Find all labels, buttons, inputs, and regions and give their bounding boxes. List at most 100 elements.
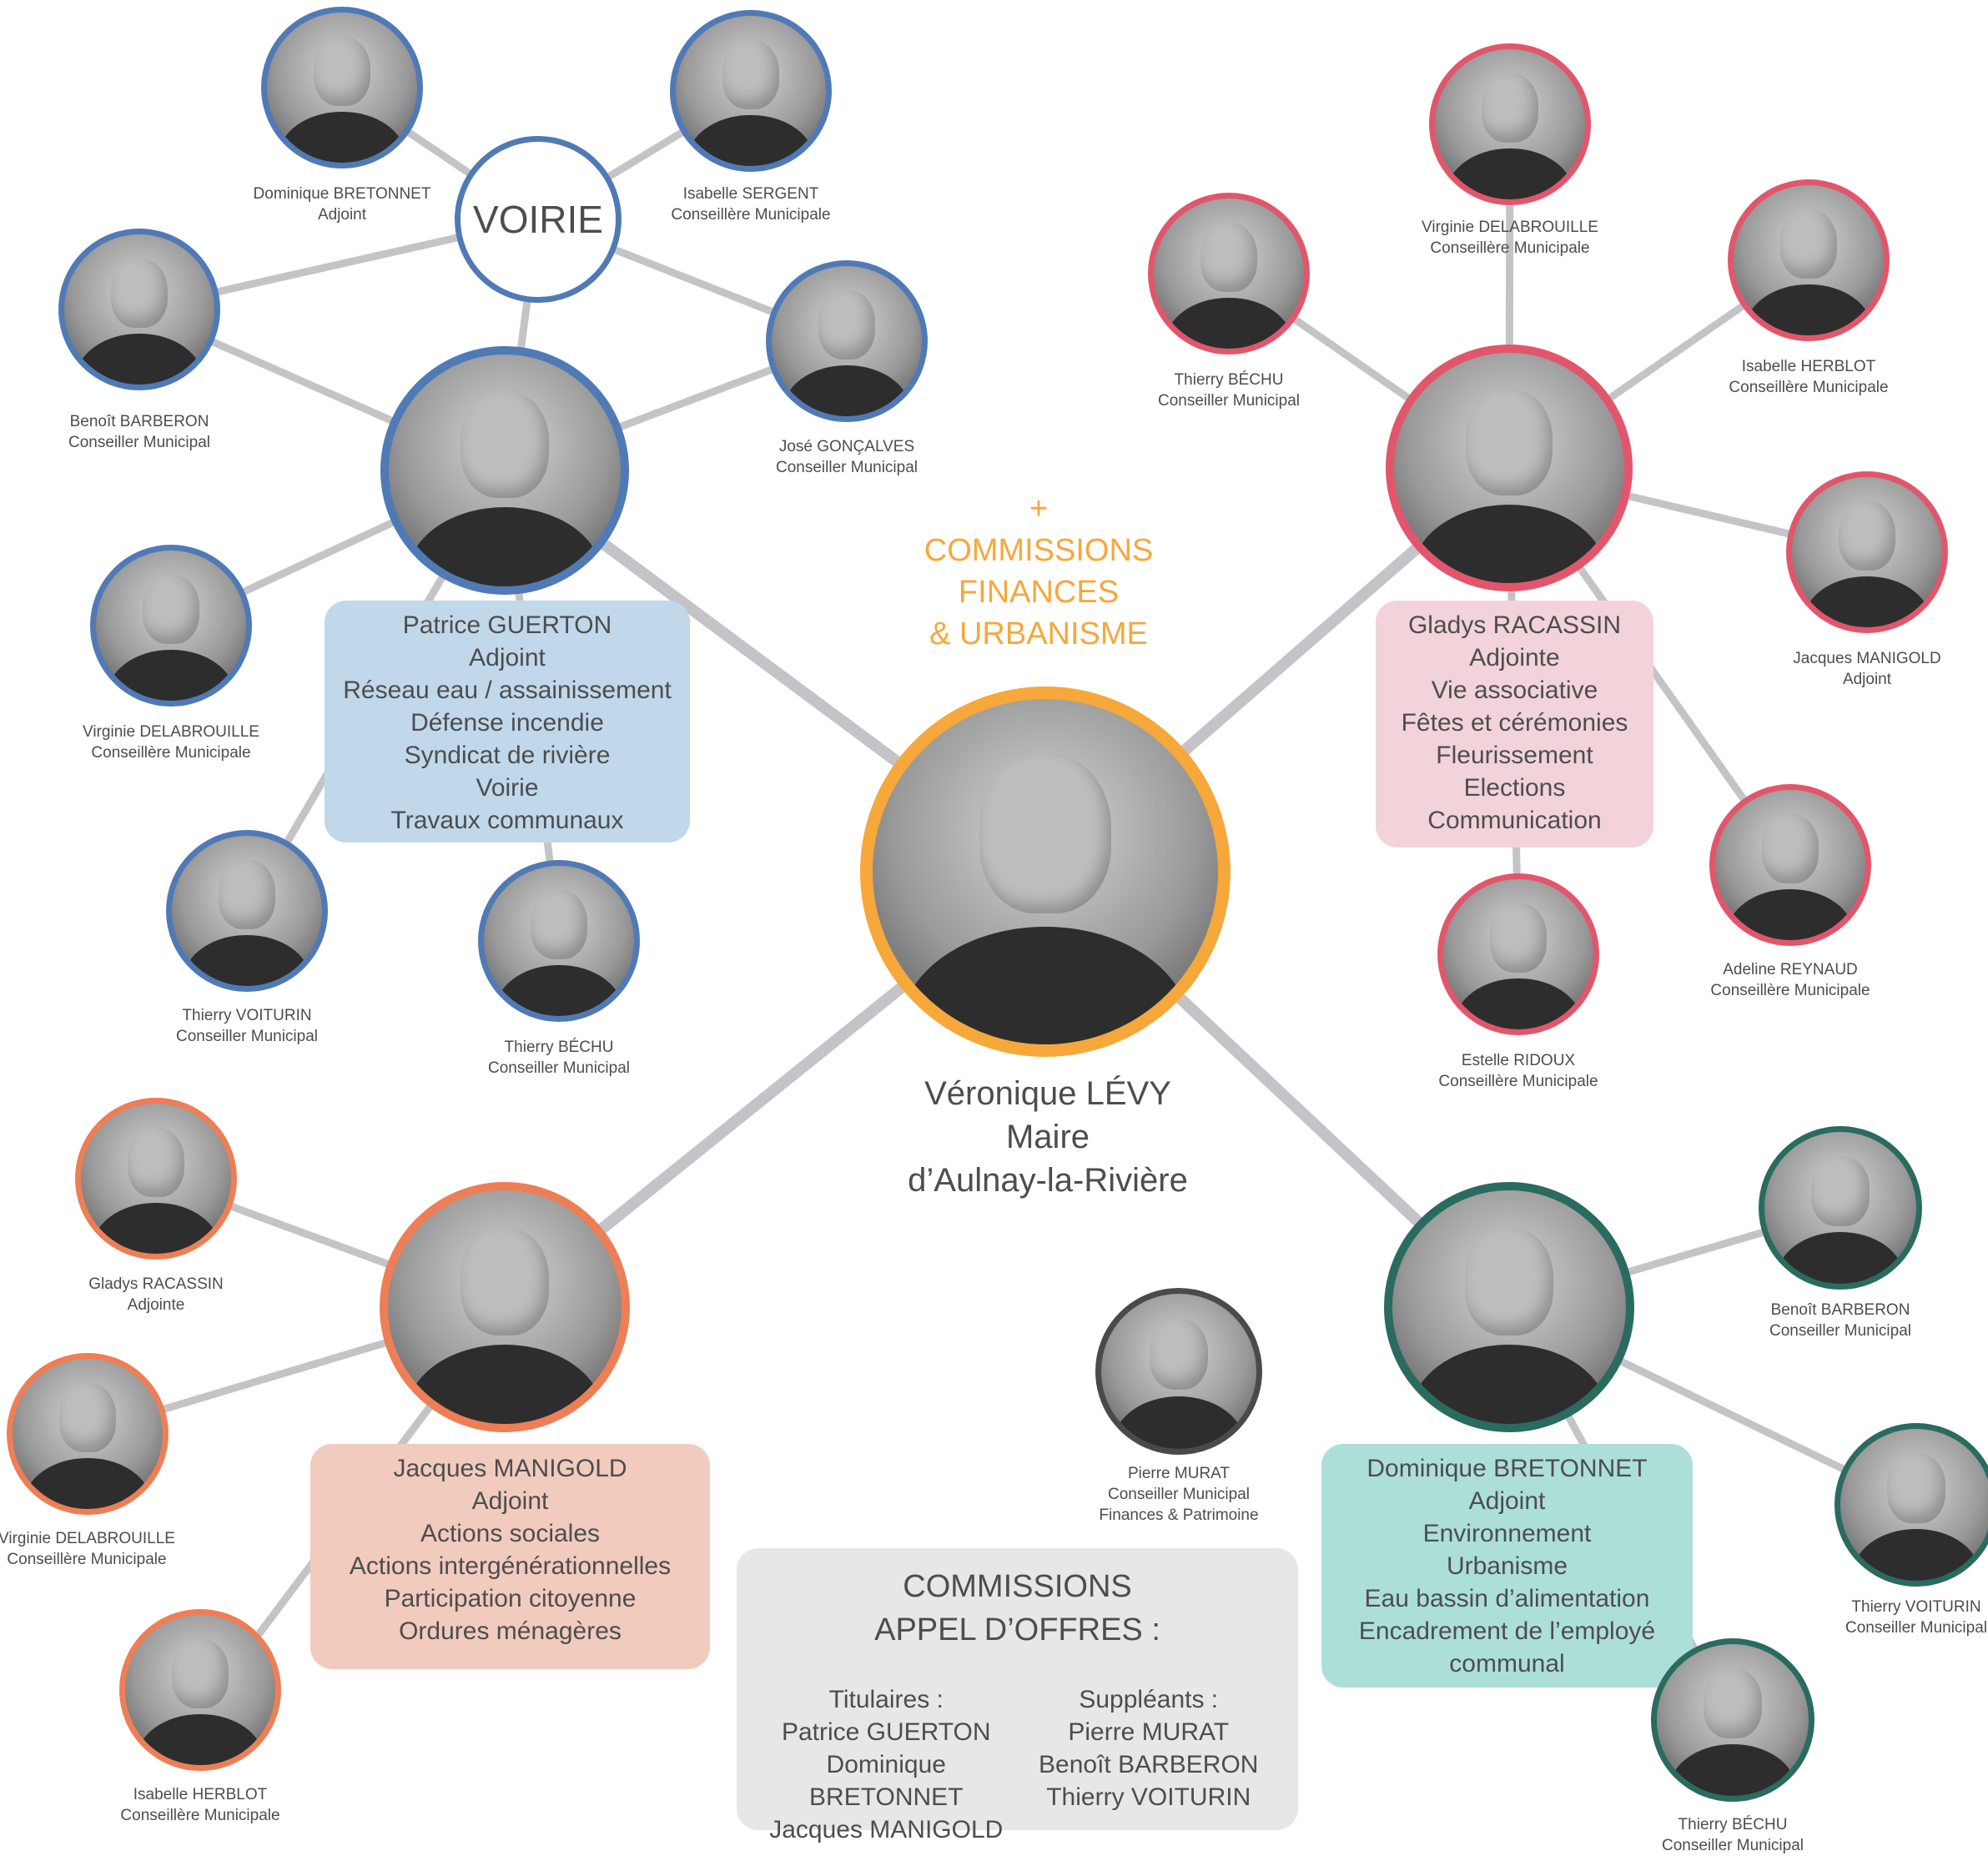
voirie-hub: VOIRIE <box>455 136 622 303</box>
mayor-place: d’Aulnay-la-Rivière <box>908 1162 1188 1199</box>
member-caption: Dominique BRETONNET Adjoint <box>225 184 459 225</box>
orange-adjoint-name: Jacques MANIGOLD <box>393 1455 627 1482</box>
member-role: Conseillère Municipale <box>91 744 251 762</box>
member-name: Thierry BÉCHU <box>1174 371 1284 389</box>
teal-task: communal <box>1449 1650 1565 1677</box>
blue-task: Travaux communaux <box>390 807 624 834</box>
patrice-guerton-photo <box>380 346 629 595</box>
member-photo <box>7 1353 169 1515</box>
member-caption: Adeline REYNAUD Conseillère Municipale <box>1673 959 1907 1001</box>
member-name: Isabelle HERBLOT <box>133 1786 268 1803</box>
member-caption: Thierry BÉCHU Conseiller Municipal <box>1616 1814 1850 1856</box>
member-role: Conseillère Municipale <box>1438 1073 1598 1090</box>
member-role: Conseillère Municipale <box>7 1551 167 1568</box>
member-name: Benoît BARBERON <box>1770 1301 1910 1319</box>
pink-adjoint-name: Gladys RACASSIN <box>1407 611 1622 639</box>
titulaire-name: Patrice GUERTON <box>781 1718 991 1746</box>
teal-adjoint-name: Dominique BRETONNET <box>1366 1455 1648 1482</box>
member-caption: José GONÇALVES Conseiller Municipal <box>730 436 964 478</box>
blue-adjoint-title: Adjoint <box>469 644 546 671</box>
commissions-finances-note: + COMMISSIONS FINANCES & URBANISME <box>872 488 1205 655</box>
blue-adjoint-name: Patrice GUERTON <box>402 611 612 639</box>
member-photo <box>119 1609 281 1771</box>
appel-offres-box: COMMISSIONS APPEL D’OFFRES : Titulaires … <box>737 1548 1298 1843</box>
blue-commission-box: Patrice GUERTON Adjoint Réseau eau / ass… <box>325 601 690 842</box>
member-caption: Gladys RACASSIN Adjointe <box>39 1274 273 1315</box>
member-name: Thierry VOITURIN <box>1851 1598 1981 1616</box>
member-name: Dominique BRETONNET <box>253 185 431 203</box>
teal-task: Encadrement de l’employé <box>1358 1617 1656 1645</box>
member-role: Conseillère Municipale <box>1729 379 1889 396</box>
titulaire-name: Dominique BRETONNET <box>809 1751 964 1811</box>
plus-sign: + <box>1029 491 1049 526</box>
orange-task: Actions intergénérationnelles <box>349 1552 672 1580</box>
member-photo <box>1437 873 1599 1035</box>
orange-task: Participation citoyenne <box>384 1585 637 1612</box>
member-name: Jacques MANIGOLD <box>1793 650 1941 667</box>
orange-adjoint-title: Adjoint <box>471 1487 549 1515</box>
appel-offres-columns: Titulaires : Patrice GUERTON Dominique B… <box>737 1683 1298 1846</box>
member-role: Conseiller Municipal <box>1157 392 1301 410</box>
murat-caption: Pierre MURAT Conseiller Municipal Financ… <box>1062 1463 1296 1526</box>
pink-task: Communication <box>1427 807 1602 834</box>
member-caption: Virginie DELABROUILLE Conseillère Munici… <box>1393 217 1627 259</box>
member-photo <box>1709 784 1871 946</box>
gladys-racassin-photo <box>1386 345 1633 591</box>
member-caption: Virginie DELABROUILLE Conseillère Munici… <box>54 722 288 763</box>
jacques-manigold-photo <box>380 1182 630 1432</box>
suppleants-label: Suppléants : <box>1079 1686 1219 1713</box>
urbanisme-line: & URBANISME <box>929 616 1148 651</box>
member-caption: Isabelle HERBLOT Conseillère Municipale <box>83 1784 317 1826</box>
teal-task: Environnement <box>1422 1520 1592 1547</box>
pink-task: Vie associative <box>1431 677 1598 704</box>
member-role: Conseiller Municipal <box>1845 1619 1988 1637</box>
mayor-role: Maire <box>1005 1119 1090 1155</box>
member-role: Conseiller Municipal <box>175 1028 319 1045</box>
member-role: Conseillère Municipale <box>1430 239 1590 257</box>
member-name: Pierre MURAT <box>1127 1465 1231 1482</box>
member-photo <box>261 7 423 168</box>
appel-offres-title-line: COMMISSIONS <box>903 1569 1132 1604</box>
suppleants-column: Suppléants : Pierre MURAT Benoît BARBERO… <box>1018 1683 1281 1846</box>
member-name: Thierry BÉCHU <box>504 1039 614 1056</box>
teal-task: Urbanisme <box>1446 1552 1568 1580</box>
member-caption: Thierry BÉCHU Conseiller Municipal <box>1112 370 1346 411</box>
pierre-murat-photo <box>1095 1288 1262 1455</box>
member-caption: Virginie DELABROUILLE Conseillère Munici… <box>0 1528 204 1570</box>
member-name: Benoît BARBERON <box>69 413 209 430</box>
member-role: Adjoint <box>317 206 367 224</box>
member-name: Estelle RIDOUX <box>1461 1052 1576 1069</box>
blue-task: Réseau eau / assainissement <box>343 677 672 704</box>
appel-offres-title-line: APPEL D’OFFRES : <box>874 1612 1160 1647</box>
member-name: Virginie DELABROUILLE <box>1422 219 1598 236</box>
member-role: Conseillère Municipale <box>1710 982 1870 999</box>
member-name: Virginie DELABROUILLE <box>83 723 259 741</box>
pink-adjoint-title: Adjointe <box>1469 644 1560 671</box>
member-photo <box>90 545 252 707</box>
member-photo <box>58 229 220 390</box>
member-name: Isabelle SERGENT <box>682 185 819 203</box>
teal-adjoint-title: Adjoint <box>1468 1487 1546 1515</box>
pink-task: Fleurissement <box>1436 742 1593 769</box>
mayor-name: Véronique LÉVY <box>924 1075 1171 1112</box>
pink-task: Elections <box>1463 774 1566 802</box>
titulaire-name: Jacques MANIGOLD <box>769 1816 1004 1843</box>
member-name: Gladys RACASSIN <box>88 1275 224 1293</box>
orange-task: Ordures ménagères <box>399 1617 622 1645</box>
member-role: Conseillère Municipale <box>120 1807 280 1824</box>
member-role: Adjoint <box>1842 671 1892 688</box>
mayor-photo <box>860 687 1231 1057</box>
member-photo <box>1429 43 1591 205</box>
member-role: Conseiller Municipal <box>1107 1486 1251 1503</box>
member-role: Conseiller Municipal <box>1769 1322 1912 1340</box>
member-photo <box>766 260 928 422</box>
member-caption: Jacques MANIGOLD Adjoint <box>1750 648 1984 690</box>
suppleant-name: Benoît BARBERON <box>1039 1751 1259 1778</box>
member-caption: Isabelle HERBLOT Conseillère Municipale <box>1692 356 1925 398</box>
member-extra: Finances & Patrimoine <box>1099 1506 1259 1524</box>
member-caption: Thierry VOITURIN Conseiller Municipal <box>1799 1597 1988 1638</box>
blue-task: Syndicat de rivière <box>404 742 611 769</box>
member-photo <box>1148 193 1310 355</box>
member-photo <box>670 10 832 172</box>
titulaires-label: Titulaires : <box>828 1686 944 1713</box>
